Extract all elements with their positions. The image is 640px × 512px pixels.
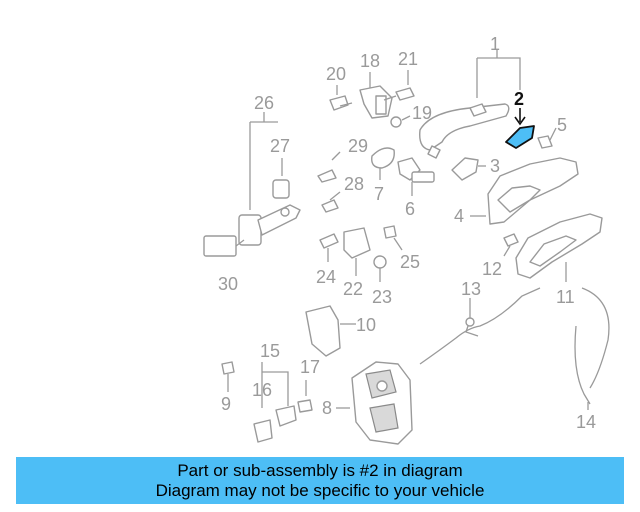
part-28-screw [321,191,341,213]
label-7: 7 [374,184,384,204]
part-29-screw [317,151,341,183]
part-12-screw [503,233,519,257]
label-27: 27 [270,136,290,156]
label-26: 26 [254,93,274,113]
part-4-inner-handle [470,157,579,225]
label-10: 10 [356,315,376,335]
part-27-bracket [272,158,290,199]
part-5-screw [537,127,557,149]
part-24-screw [319,233,339,262]
banner-line-part-info: Part or sub-assembly is #2 in diagram [177,460,463,480]
label-11: 11 [556,287,575,307]
part-15-striker [261,362,289,408]
label-20: 20 [326,64,346,84]
part-8-door-latch [336,361,413,445]
parts-diagram: 1 2 3 4 5 6 7 8 9 10 11 12 13 14 15 16 1… [203,34,610,445]
label-4: 4 [454,206,464,226]
part-19-nut [390,115,411,128]
label-19: 19 [412,103,432,123]
label-8: 8 [322,398,332,418]
part-14-cable [574,287,610,410]
label-25: 25 [400,252,420,272]
label-30: 30 [218,274,238,294]
label-22: 22 [343,279,363,299]
label-28: 28 [344,174,364,194]
part-20-screw [329,85,353,111]
part-2-handle-cap-highlighted [505,108,535,149]
label-23: 23 [372,287,392,307]
part-18-hinge [359,72,393,119]
label-29: 29 [348,136,368,156]
part-22-hinge [343,227,371,276]
part-13-cable [419,287,541,365]
part-17-bolt [275,380,313,427]
part-16-striker-plate [253,419,273,443]
part-3-gasket [451,157,486,181]
label-6: 6 [405,199,415,219]
part-10-actuator [305,305,356,357]
label-12: 12 [482,259,502,279]
label-16: 16 [252,380,272,400]
part-11-inner-handle [515,213,603,282]
label-13: 13 [461,279,481,299]
label-24: 24 [316,267,336,287]
part-23-nut [373,255,387,282]
part-25-bolt [383,225,403,251]
part-7-grommet [371,147,395,180]
label-3: 3 [490,156,500,176]
label-14: 14 [576,412,596,432]
label-17: 17 [300,357,320,377]
banner-line-disclaimer: Diagram may not be specific to your vehi… [155,480,485,500]
label-5: 5 [557,115,567,135]
info-banner: Part or sub-assembly is #2 in diagram Di… [16,457,624,504]
part-9-screw [221,361,235,392]
label-21: 21 [398,49,418,69]
label-15: 15 [260,341,280,361]
label-2: 2 [514,89,524,109]
part-26-door-check [203,112,301,257]
part-21-bolt [383,70,415,101]
label-9: 9 [221,394,231,414]
label-18: 18 [360,51,380,71]
label-1: 1 [490,34,500,54]
part-1-outer-handle [419,50,521,159]
part-6-lock-cylinder [397,157,435,196]
